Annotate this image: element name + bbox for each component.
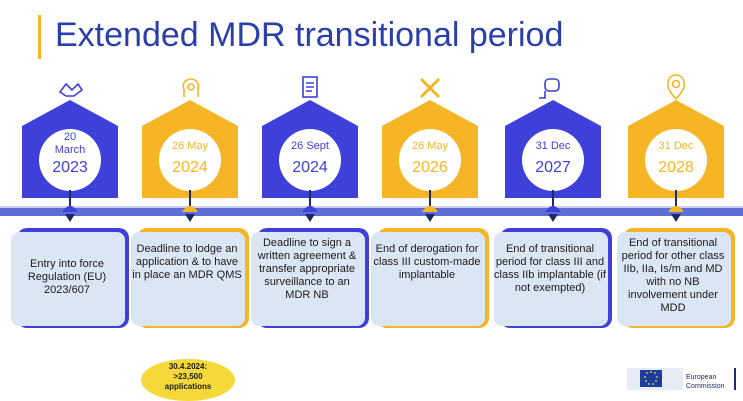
applications-note: 30.4.2024: >23,500 applications	[164, 362, 212, 391]
milestone-day-4: 26 May	[411, 140, 449, 152]
page-title: Extended MDR transitional period	[55, 16, 564, 54]
milestone-date-circle-6	[645, 129, 707, 191]
milestone-card-6	[617, 232, 731, 326]
milestone-card-3	[251, 232, 365, 326]
milestone-year-5: 2027	[535, 159, 571, 176]
milestone-date-circle-5	[522, 129, 584, 191]
milestone-date-circle-1	[39, 129, 101, 191]
applications-note-bubble	[141, 359, 235, 401]
milestone-year-4: 2026	[412, 159, 448, 176]
milestone-stem-3	[309, 190, 311, 208]
location-pin-icon	[666, 74, 686, 101]
milestone-stem-1	[69, 190, 71, 208]
european-commission-logo	[627, 368, 683, 390]
milestone-day-3: 26 Sept	[291, 140, 329, 152]
milestone-year-2: 2024	[172, 159, 208, 176]
milestone-stem-2	[189, 190, 191, 208]
milestone-day-5: 31 Dec	[535, 140, 571, 152]
milestone-day-2: 26 May	[171, 140, 209, 152]
handshake-icon	[58, 82, 84, 97]
title-accent-bar	[38, 15, 41, 59]
head-gear-icon	[182, 78, 200, 97]
milestone-stem-4	[429, 190, 431, 208]
timeline-line	[0, 208, 743, 216]
milestone-day-1: 20 March	[54, 131, 86, 156]
milestone-date-circle-3	[279, 129, 341, 191]
milestone-stem-5	[552, 190, 554, 208]
milestone-card-5	[494, 232, 608, 326]
milestone-year-6: 2028	[658, 159, 694, 176]
milestone-description-6: End of transitional period for other cla…	[621, 237, 725, 314]
milestone-description-4: End of derogation for class III custom-m…	[373, 243, 481, 281]
milestone-date-circle-4	[399, 129, 461, 191]
milestone-description-5: End of transitional period for class III…	[494, 243, 606, 294]
milestone-day-6: 31 Dec	[658, 140, 694, 152]
milestone-card-1	[11, 232, 125, 326]
timeline-highlight	[0, 206, 743, 208]
tools-icon	[419, 77, 441, 99]
milestone-description-3: Deadline to sign a written agreement & t…	[257, 237, 357, 301]
document-sign-icon	[302, 76, 318, 98]
milestone-year-1: 2023	[52, 159, 88, 176]
milestone-date-circle-2	[159, 129, 221, 191]
milestone-card-4	[371, 232, 485, 326]
logo-divider	[734, 368, 736, 390]
milestone-description-1: Entry into force Regulation (EU) 2023/60…	[27, 258, 107, 296]
milestone-card-2	[131, 232, 245, 326]
implant-device-icon	[539, 78, 560, 99]
milestone-stem-6	[675, 190, 677, 208]
milestone-year-3: 2024	[292, 159, 328, 176]
milestone-description-2: Deadline to lodge an application & to ha…	[132, 243, 242, 281]
